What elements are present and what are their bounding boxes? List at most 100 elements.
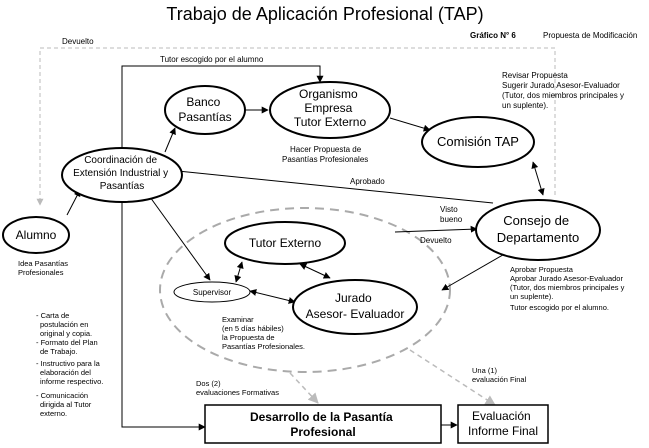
banco-label-line1: Banco xyxy=(186,95,220,109)
svg-text:Consejo de Departamento: Consejo de Departamento xyxy=(497,213,579,245)
evaluacion-label-line2: Informe Final xyxy=(468,424,538,438)
documentos-line6: - Instructivo para la xyxy=(36,359,101,368)
documentos-note: - Carta de postulación en original y cop… xyxy=(36,311,105,418)
evaluacion-label-line1: Evaluación xyxy=(472,409,531,423)
devuelto-top-label: Devuelto xyxy=(62,37,94,46)
hacer-propuesta-line2: Pasantías Profesionales xyxy=(282,155,368,164)
aprobar-line1: Aprobar Propuesta xyxy=(510,265,574,274)
coordinacion-to-banco-arrow xyxy=(164,127,176,153)
desarrollo-label-line2: Profesional xyxy=(290,425,355,439)
node-tutor-externo: Tutor Externo xyxy=(224,221,346,265)
revisar-line1: Revisar Propuesta xyxy=(502,71,568,80)
node-consejo: Consejo de Departamento xyxy=(475,199,601,261)
documentos-line3: original y copia. xyxy=(40,329,92,338)
examinar-line3: la Propuesta de xyxy=(222,333,275,342)
examinar-line1: Examinar xyxy=(222,315,254,324)
visto-line1: Visto xyxy=(440,205,458,214)
node-coordinacion: Coordinación de Extensión Industrial y P… xyxy=(61,147,183,203)
dos-evaluaciones-line2: evaluaciones Formativas xyxy=(196,388,279,397)
aprobar-line4: un suplente). xyxy=(510,292,553,301)
aprobado-label: Aprobado xyxy=(350,177,385,186)
aprobar-line5: Tutor escogido por el alumno. xyxy=(510,303,609,312)
revisar-line2: Sugerir Jurado Asesor-Evaluador xyxy=(502,81,620,90)
documentos-line10: dirigida al Tutor xyxy=(40,400,92,409)
organismo-label-line1: Organismo xyxy=(299,87,358,101)
node-alumno: Alumno xyxy=(2,216,70,254)
aprobar-propuesta-note: Aprobar Propuesta Aprobar Jurado Asesor-… xyxy=(510,265,626,312)
idea-line2: Profesionales xyxy=(18,268,64,277)
alumno-label: Alumno xyxy=(16,228,57,242)
tutor-externo-label: Tutor Externo xyxy=(249,236,322,250)
consejo-to-jurado-arrow xyxy=(441,251,509,291)
examinar-line2: (en 5 días hábiles) xyxy=(222,324,284,333)
aprobar-line3: (Tutor, dos miembros principales y xyxy=(510,283,625,292)
una-evaluacion-label: Una (1) evaluación Final xyxy=(472,366,527,384)
dos-evaluaciones-line1: Dos (2) xyxy=(196,379,221,388)
idea-line1: Idea Pasantías xyxy=(18,259,68,268)
tutor-supervisor-arrow xyxy=(234,261,244,283)
documentos-line8: informe respectivo. xyxy=(40,377,103,386)
jurado-label-line2: Asesor- Evaluador xyxy=(306,307,405,321)
coordinacion-label-line1: Coordinación de xyxy=(84,155,157,166)
coordinacion-label-line2: Extensión Industrial y xyxy=(73,168,168,179)
diagram-title: Trabajo de Aplicación Profesional (TAP) xyxy=(166,4,483,24)
supervisor-jurado-arrow xyxy=(249,289,296,304)
una-evaluacion-line1: Una (1) xyxy=(472,366,498,375)
coordinacion-to-supervisor-arrow xyxy=(149,196,211,281)
banco-label-line2: Pasantías xyxy=(178,110,231,124)
examinar-line4: Pasantías Profesionales. xyxy=(222,342,305,351)
node-comision-tap: Comisión TAP xyxy=(421,116,535,168)
visto-bueno-arrow xyxy=(394,225,478,233)
revisar-line4: un suplente). xyxy=(502,101,548,110)
comision-label: Comisión TAP xyxy=(437,134,519,149)
node-desarrollo: Desarrollo de la Pasantía Profesional xyxy=(204,404,442,444)
documentos-line11: externo. xyxy=(40,409,67,418)
idea-pasantias-note: Idea Pasantías Profesionales xyxy=(18,259,70,277)
svg-text:Coordinación de Extensió: Coordinación de Extensión Industrial y P… xyxy=(73,155,171,192)
desarrollo-label-line1: Desarrollo de la Pasantía xyxy=(250,410,393,424)
svg-text:Jurado Asesor- Evaluador: Jurado Asesor- Evaluador xyxy=(306,291,405,321)
documentos-line2: postulación en xyxy=(40,320,88,329)
organismo-label-line3: Tutor Externo xyxy=(294,115,367,129)
consejo-label-line1: Consejo de xyxy=(503,213,569,228)
hacer-propuesta-note: Hacer Propuesta de Pasantías Profesional… xyxy=(282,145,368,164)
documentos-line1: - Carta de xyxy=(36,311,69,320)
node-jurado: Jurado Asesor- Evaluador xyxy=(292,279,418,335)
devuelto-return-line xyxy=(36,47,556,206)
node-supervisor: Supervisor xyxy=(173,281,251,303)
una-evaluacion-line2: evaluación Final xyxy=(472,375,527,384)
aprobado-arrow xyxy=(167,167,494,204)
node-evaluacion: Evaluación Informe Final xyxy=(457,404,549,444)
documentos-line7: elaboración del xyxy=(40,368,91,377)
visto-line2: bueno xyxy=(440,215,463,224)
jurado-label-line1: Jurado xyxy=(335,291,372,305)
dos-evaluaciones-arrow xyxy=(289,372,319,404)
visto-bueno-label: Visto bueno xyxy=(440,205,463,224)
una-evaluacion-arrow xyxy=(409,349,496,406)
organismo-to-comision-arrow xyxy=(389,117,431,132)
examinar-note: Examinar (en 5 días hábiles) la Propuest… xyxy=(222,315,305,351)
dos-evaluaciones-label: Dos (2) evaluaciones Formativas xyxy=(196,379,279,397)
documentos-line5: de Trabajo. xyxy=(40,347,78,356)
evaluation-group-outline xyxy=(159,207,451,373)
coordinacion-label-line3: Pasantías xyxy=(100,181,144,192)
devuelto-mid-label: Devuelto xyxy=(420,236,452,245)
svg-text:Desarrollo de la Pasantía: Desarrollo de la Pasantía Profesional xyxy=(250,410,396,439)
hacer-propuesta-line1: Hacer Propuesta de xyxy=(290,145,362,154)
revisar-line3: (Tutor, dos miembros principales y xyxy=(502,91,624,100)
tutor-escogido-label: Tutor escogido por el alumno xyxy=(160,55,264,64)
svg-text:Banco Pasantías: Banco Pasantías xyxy=(178,95,231,124)
supervisor-label: Supervisor xyxy=(193,288,232,297)
revisar-propuesta-note: Revisar Propuesta Sugerir Jurado Asesor-… xyxy=(502,71,626,110)
tutor-jurado-arrow xyxy=(299,263,331,279)
comision-consejo-arrow xyxy=(531,161,545,196)
coordinacion-to-desarrollo-line xyxy=(121,203,206,431)
node-banco-pasantias: Banco Pasantías xyxy=(164,85,246,135)
aprobar-line2: Aprobar Jurado Asesor-Evaluador xyxy=(510,274,623,283)
figure-note: Propuesta de Modificación xyxy=(543,31,637,40)
organismo-label-line2: Empresa xyxy=(304,101,352,115)
node-organismo: Organismo Empresa Tutor Externo xyxy=(269,81,391,139)
documentos-line9: - Comunicación xyxy=(36,391,88,400)
svg-text:Evaluación Informe Final: Evaluación Informe Final xyxy=(468,409,538,438)
